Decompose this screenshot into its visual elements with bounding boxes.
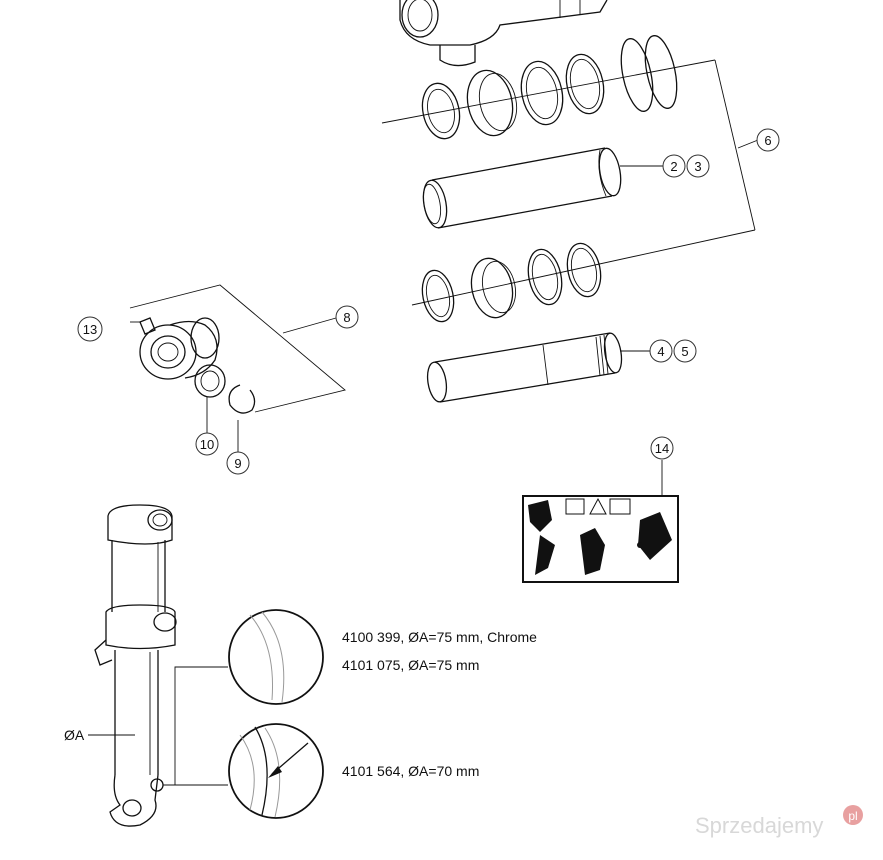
callout-2: 2: [662, 154, 686, 178]
detail-circle-upper: [228, 609, 324, 705]
detail-circle-lower: [228, 723, 324, 819]
svg-text:14: 14: [655, 441, 669, 456]
upper-seal-group: [381, 35, 756, 231]
mount-assembly: [129, 284, 346, 452]
watermark: Sprzedajemy pl: [695, 805, 863, 838]
callout-14: 14: [650, 436, 674, 460]
svg-text:3: 3: [694, 159, 701, 174]
lower-seal-group: [411, 229, 756, 323]
warning-decal: [522, 460, 679, 583]
svg-text:9: 9: [234, 456, 241, 471]
callout-4: 4: [649, 339, 673, 363]
svg-text:4: 4: [657, 344, 664, 359]
svg-text:8: 8: [343, 310, 350, 325]
callout-13: 13: [77, 316, 103, 342]
diameter-label: ØA: [64, 727, 85, 743]
callout-6: 6: [737, 128, 780, 152]
cylinder-head-top: [399, 0, 608, 67]
assembled-cylinder: [88, 504, 228, 827]
callout-10: 10: [195, 432, 219, 456]
variant-label: 4100 399, ØA=75 mm, Chrome: [342, 629, 537, 645]
callout-5: 5: [673, 339, 697, 363]
watermark-brand: Sprzedajemy: [695, 813, 823, 838]
variant-label: 4101 075, ØA=75 mm: [342, 657, 479, 673]
callout-3: 3: [686, 154, 710, 178]
svg-text:13: 13: [83, 322, 97, 337]
svg-text:6: 6: [764, 133, 771, 148]
watermark-suffix: pl: [848, 809, 857, 823]
callout-8: 8: [335, 305, 359, 329]
svg-text:5: 5: [681, 344, 688, 359]
svg-text:2: 2: [670, 159, 677, 174]
tube-part-2-3: [422, 147, 663, 229]
svg-text:10: 10: [200, 437, 214, 452]
rod-part-4-5: [426, 332, 650, 403]
variant-label: 4101 564, ØA=70 mm: [342, 763, 479, 779]
callout-9: 9: [226, 451, 250, 475]
